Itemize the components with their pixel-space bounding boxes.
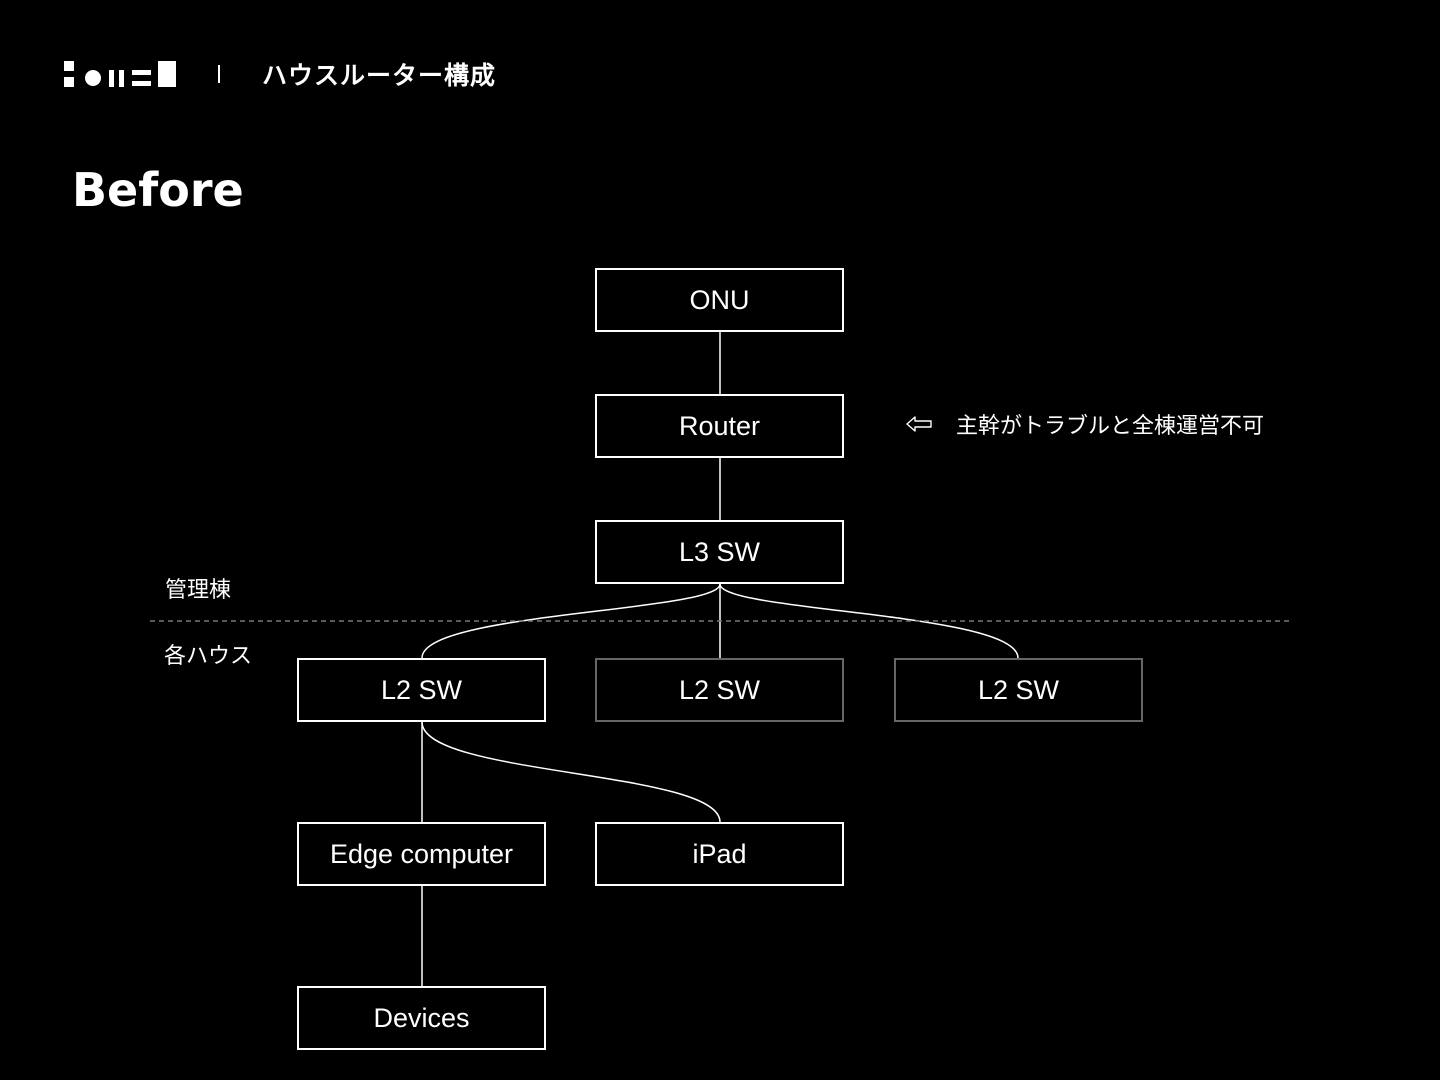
node-l2-sw-1: L2 SW — [297, 658, 546, 722]
node-l2-sw-2: L2 SW — [595, 658, 844, 722]
connector-l3-l2-3 — [719, 583, 1019, 659]
slide-title: Before — [72, 163, 244, 217]
zone-label-management: 管理棟 — [165, 578, 232, 603]
left-arrow-icon — [906, 416, 932, 432]
header-divider — [218, 65, 220, 83]
node-ipad: iPad — [595, 822, 844, 886]
slide-header: ハウスルーター構成 — [64, 56, 496, 92]
node-edge-computer: Edge computer — [297, 822, 546, 886]
node-l3-sw: L3 SW — [595, 520, 844, 584]
node-onu: ONU — [595, 268, 844, 332]
router-note-text: 主幹がトラブルと全棟運営不可 — [956, 414, 1265, 439]
node-l2-sw-3: L2 SW — [894, 658, 1143, 722]
zone-label-houses: 各ハウス — [164, 644, 253, 669]
router-note: 主幹がトラブルと全棟運営不可 — [906, 408, 1264, 440]
node-router: Router — [595, 394, 844, 458]
node-devices: Devices — [297, 986, 546, 1050]
connector-l3-l2-1 — [421, 583, 721, 659]
deck-title: ハウスルーター構成 — [262, 61, 497, 90]
connector-l2-ipad — [421, 721, 721, 823]
brand-logo-icon — [64, 61, 176, 87]
